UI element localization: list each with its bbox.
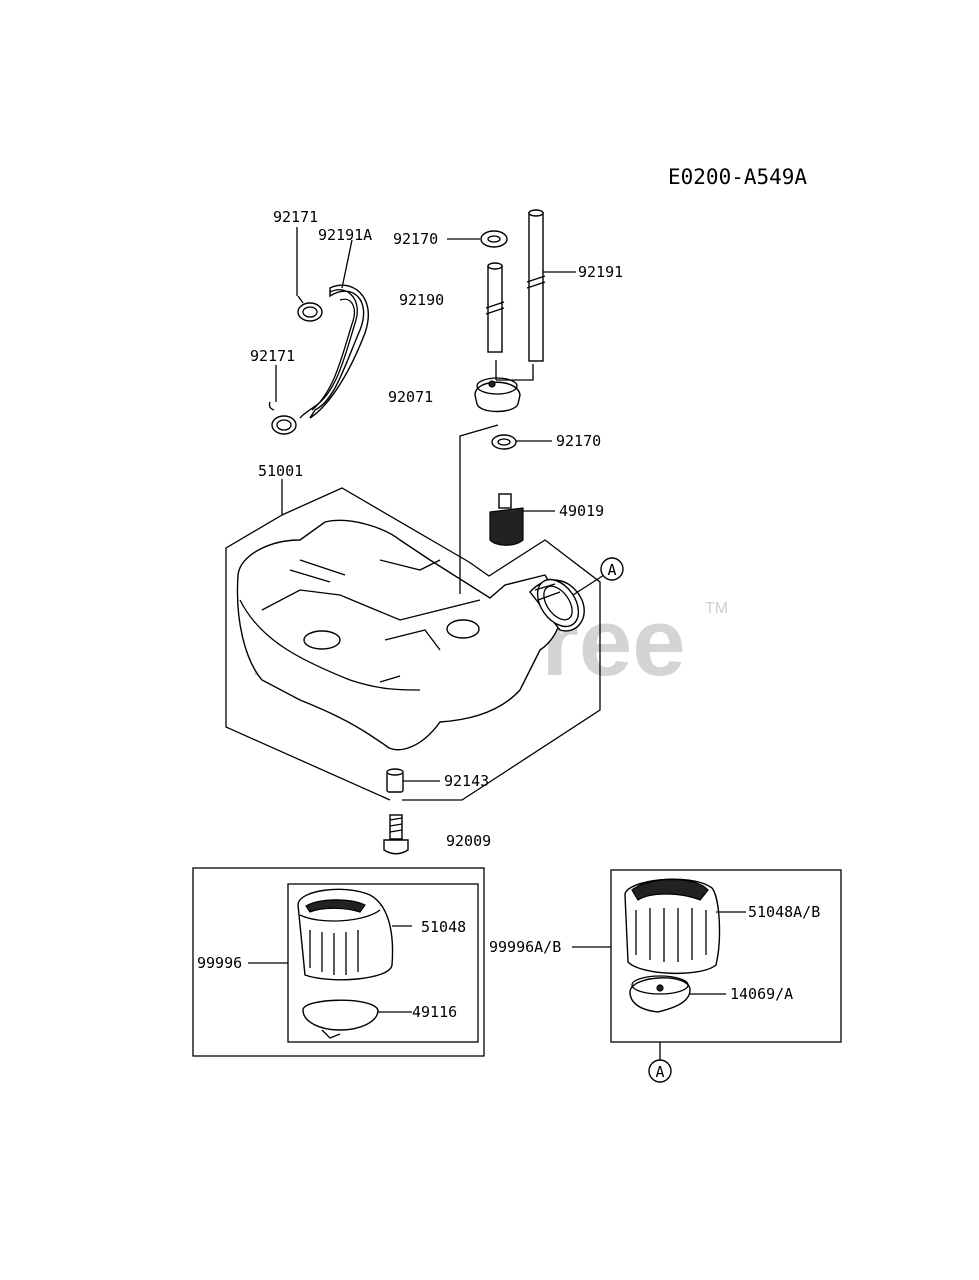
bolt-head <box>383 839 409 855</box>
callout-a-bottom: A <box>648 1059 672 1083</box>
fuel-hose <box>309 284 369 419</box>
grommet-mid <box>491 434 517 450</box>
fuel-filter <box>489 507 524 546</box>
callout-a-top-letter: A <box>607 561 616 579</box>
grommet-top <box>480 230 508 248</box>
label-bolt: 92009 <box>446 832 491 850</box>
filter-neck <box>498 493 512 509</box>
label-grommet-top: 92170 <box>393 230 438 248</box>
label-tube-short: 92190 <box>399 291 444 309</box>
gasket-left <box>302 999 379 1031</box>
fuel-tank <box>236 519 585 751</box>
label-bushing: 92143 <box>444 772 489 790</box>
watermark-trademark: TM <box>705 600 728 617</box>
label-filter: 49019 <box>559 502 604 520</box>
label-hose-a: 92191A <box>318 226 372 244</box>
label-gasket-right: 14069/A <box>730 985 793 1003</box>
clamp-bottom <box>271 415 297 435</box>
callout-a-bottom-letter: A <box>655 1063 664 1081</box>
fuel-tubes <box>474 209 546 546</box>
label-gasket-left: 49116 <box>412 1003 457 1021</box>
label-clamp-top: 92171 <box>273 208 318 226</box>
clamp-top <box>297 302 323 322</box>
callout-a-top: A <box>600 557 624 581</box>
fuel-hose-assembly <box>268 284 369 435</box>
grommet-cap <box>474 381 521 413</box>
label-tube-long: 92191 <box>578 263 623 281</box>
bolt-shank <box>389 814 403 840</box>
label-grommet-cap: 92071 <box>388 388 433 406</box>
label-cap-assy-left: 99996 <box>197 954 242 972</box>
label-grommet-mid: 92170 <box>556 432 601 450</box>
label-tank: 51001 <box>258 462 303 480</box>
leader-lines <box>225 227 605 801</box>
diagram-code: E0200-A549A <box>668 165 807 189</box>
label-cap-assy-right: 99996A/B <box>489 938 561 956</box>
label-clamp-bottom: 92171 <box>250 347 295 365</box>
label-cap-left: 51048 <box>421 918 466 936</box>
cap-assy-left-box <box>192 867 485 1057</box>
tank-mount-parts <box>383 768 409 855</box>
label-cap-right: 51048A/B <box>748 903 820 921</box>
cap-assy-right-box <box>572 869 842 1060</box>
gasket-right <box>629 977 691 1013</box>
